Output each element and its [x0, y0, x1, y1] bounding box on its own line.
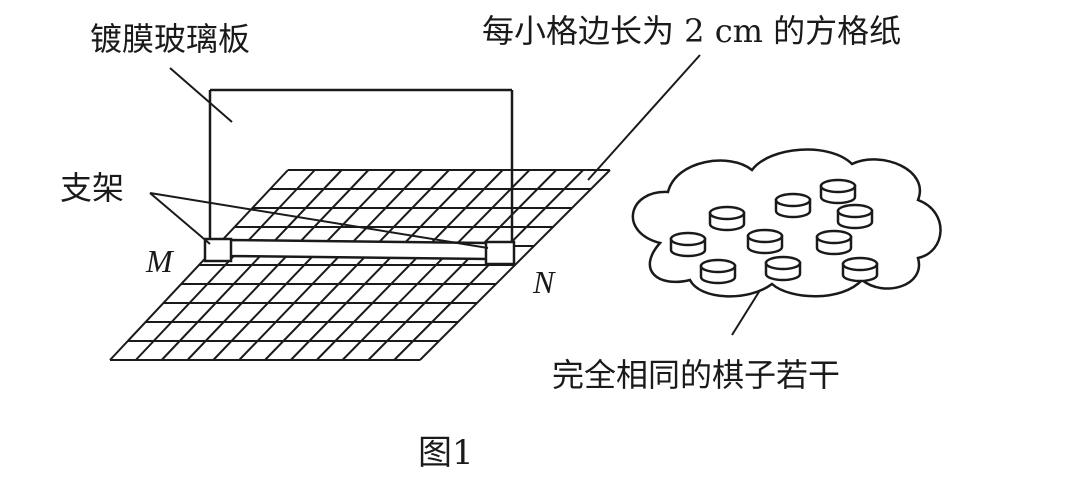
leader-glass-plate [169, 67, 233, 123]
chess-piece [774, 192, 812, 219]
label-point-n: N [532, 264, 556, 300]
leader-stand-m [149, 192, 211, 245]
chess-pieces [669, 178, 879, 285]
stand-n [484, 240, 516, 266]
grid-line-slanted [238, 169, 423, 361]
label-grid-paper: 每小格边长为 2 cm 的方格纸 [482, 12, 901, 50]
chess-piece [669, 231, 707, 258]
grid-line-slanted [290, 169, 477, 361]
grid-line-slanted [212, 169, 397, 361]
chess-piece [708, 205, 746, 232]
grid-line-slanted [109, 169, 289, 361]
label-point-m: M [145, 243, 175, 279]
chess-piece [699, 258, 737, 285]
chess-piece [841, 256, 879, 283]
leader-grid-paper [587, 54, 701, 181]
label-pieces: 完全相同的棋子若干 [552, 356, 840, 394]
chess-piece [836, 203, 874, 230]
label-glass-plate: 镀膜玻璃板 [90, 20, 250, 58]
grid-line-slanted [264, 169, 450, 361]
glass-plate [208, 88, 514, 244]
grid-line-slanted [315, 169, 504, 361]
grid-line-slanted [160, 169, 343, 361]
figure-caption: 图1 [418, 433, 474, 473]
chess-piece [746, 228, 784, 255]
chess-piece [815, 229, 853, 256]
grid-line-slanted [367, 169, 558, 361]
grid-paper [109, 169, 611, 361]
grid-line-slanted [186, 169, 370, 361]
glass-plate-base [226, 238, 490, 261]
chess-piece [819, 178, 857, 205]
label-stand: 支架 [60, 169, 124, 207]
leader-pieces [731, 286, 763, 336]
leader-stand-n [149, 192, 489, 249]
stand-m [203, 237, 233, 263]
grid-line-slanted [135, 169, 316, 361]
grid-line-slanted [341, 169, 531, 361]
leader-lines [149, 54, 763, 336]
chess-piece [764, 255, 802, 282]
